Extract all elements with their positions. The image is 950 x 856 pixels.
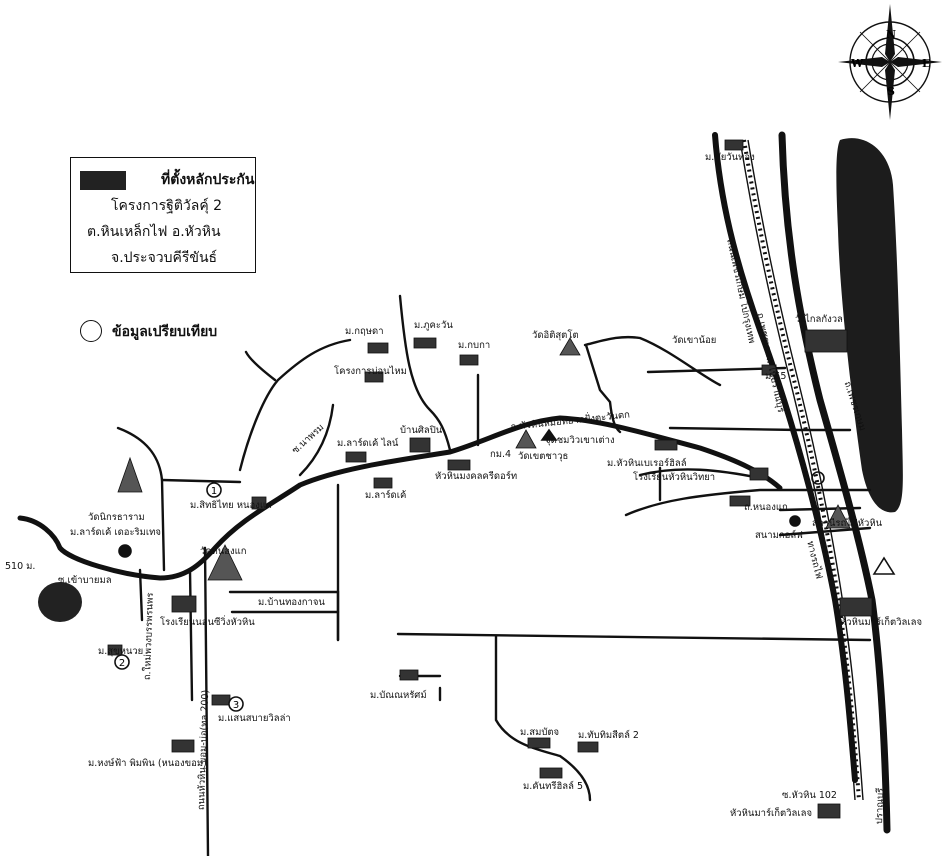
legend-box: ที่ตั้งหลักประกัน โครงการฐิติวัลคุ์ 2 ต.… [70, 157, 256, 273]
label-km4: กม.4 [490, 449, 512, 460]
label-m-thap-thai: ม.ทับทิมสีตล์ 2 [578, 730, 639, 741]
label-wat-sitsutto: วัดอิติสุตโต [532, 330, 579, 341]
label-kritsada: ม.กฤษดา [345, 326, 384, 337]
label-hua-hin-mongkol: หัวหินมงคลครีดอร์ท [435, 471, 518, 482]
label-hua-hin-hill: ม.หัวหินเบเรอร์ฮิลล์ [607, 458, 687, 469]
label-school-nong-kae: โรงเรียนนอนซีวิ่งหัวหิน [160, 617, 255, 628]
minor-roads [116, 294, 872, 856]
label-wat-khao-noi: วัดเขาน้อย [672, 335, 717, 346]
main-road-west [17, 415, 783, 581]
label-soi-khao-bon: ซ.เข้าบายมล [58, 575, 112, 586]
label-m-sit-thai: ม.สิทธิไทย หนองแก [190, 500, 272, 511]
sea-area [836, 138, 903, 513]
label-wat-nikorn: วัดนิกรธาราม [88, 512, 145, 523]
label-chaiwan-hong: ม.ชัยวันทอง [705, 152, 755, 163]
label-hua-hin-market: หัวหินมาร์เก็ตวิลเลจ [840, 617, 923, 628]
label-m-khan-hills: ม.คันทรีฮิลล์ 5 [523, 781, 584, 792]
compass-w: W [850, 57, 864, 70]
comparison-label: ข้อมูลเปรียบเทียบ [112, 324, 218, 340]
label-m-ban-thong: ม.บ้านทองกาจน [258, 597, 325, 608]
label-m55: ม.55 [765, 371, 787, 382]
label-kanya: ม.กบกา [458, 340, 491, 351]
label-m-lard-tere: ม.ลาร์ดเค้ เดอะริมเทจ [70, 527, 161, 538]
label-m-sansabai: ม.แสนสบายวิลล่า [218, 713, 291, 724]
marker-3-label: 3 [233, 700, 239, 711]
compass-n: N [886, 28, 896, 41]
label-pran-buri: ปราณบุรี [874, 787, 887, 825]
label-chut-chom: จุดชมวิวเขาเต่าง [545, 435, 615, 446]
label-ban-sinpin: บ้านศิลปิน [400, 425, 443, 436]
compass-e: E [922, 57, 930, 70]
compass-s: S [887, 85, 895, 98]
label-m-sukhothai: ม.สุขหนวย [98, 646, 144, 657]
label-hua-hin-market-2: หัวหินมาร์เก็ตวิลเลจ [730, 808, 813, 819]
landmark-symbols [118, 428, 896, 575]
label-m-lard: ม.ลาร์ดเค้ [365, 490, 407, 501]
label-m-bannasit: ม.บัณณหรัศม์ [370, 690, 427, 701]
label-wat-nong: วัดหนองแก [200, 546, 247, 557]
house-icons [107, 139, 873, 819]
label-m-hongfah: ม.หงษ์ฟ้า พิมพิน (หนองขอม) [88, 758, 207, 769]
label-wat-khetcha: วัดเขตชาวุธ [518, 451, 569, 462]
label-m-lard-line: ม.ลาร์ดเค้ ไลน์ [337, 438, 399, 449]
label-project-bonmai: โครงการบ่อนไหม [334, 366, 407, 377]
legend-swatch [80, 171, 126, 190]
marker-1-label: 1 [211, 486, 217, 497]
label-golf: สนามกอล์ฟ [755, 530, 803, 541]
temple-icons [117, 337, 851, 581]
label-railway-station: สถานีรถไฟหัวหิน [812, 518, 883, 529]
label-phuk-wan: ม.ภูคะวัน [414, 320, 453, 331]
label-510m: 510 ม. [5, 561, 36, 572]
legend-province: จ.ประจวบคีรีขันธ์ [111, 250, 218, 266]
label-wang-klai: วังไกลกังวล [795, 314, 843, 325]
legend-district: ต.หินเหล็กไฟ อ.หัวหิน [87, 224, 221, 240]
label-m-sombat: ม.สมบัตจ [520, 727, 560, 738]
comparison-markers [114, 482, 244, 712]
railway-line [739, 139, 864, 801]
legend-title: ที่ตั้งหลักประกัน [161, 172, 255, 188]
dark-area-510 [38, 582, 82, 622]
label-soi-nong-kae: ถ.หนองแก [744, 502, 788, 513]
highway-petchkasem [712, 131, 891, 834]
legend-project: โครงการฐิติวัลคุ์ 2 [111, 198, 223, 214]
comparison-ring-icon [80, 320, 102, 342]
label-school-hua-hin: โรงเรียนหัวหินวิทยา [633, 472, 716, 483]
label-soi-hua-hin-102: ซ.หัวหิน 102 [782, 790, 837, 801]
compass-rose [838, 4, 942, 120]
marker-2-label: 2 [119, 658, 125, 669]
